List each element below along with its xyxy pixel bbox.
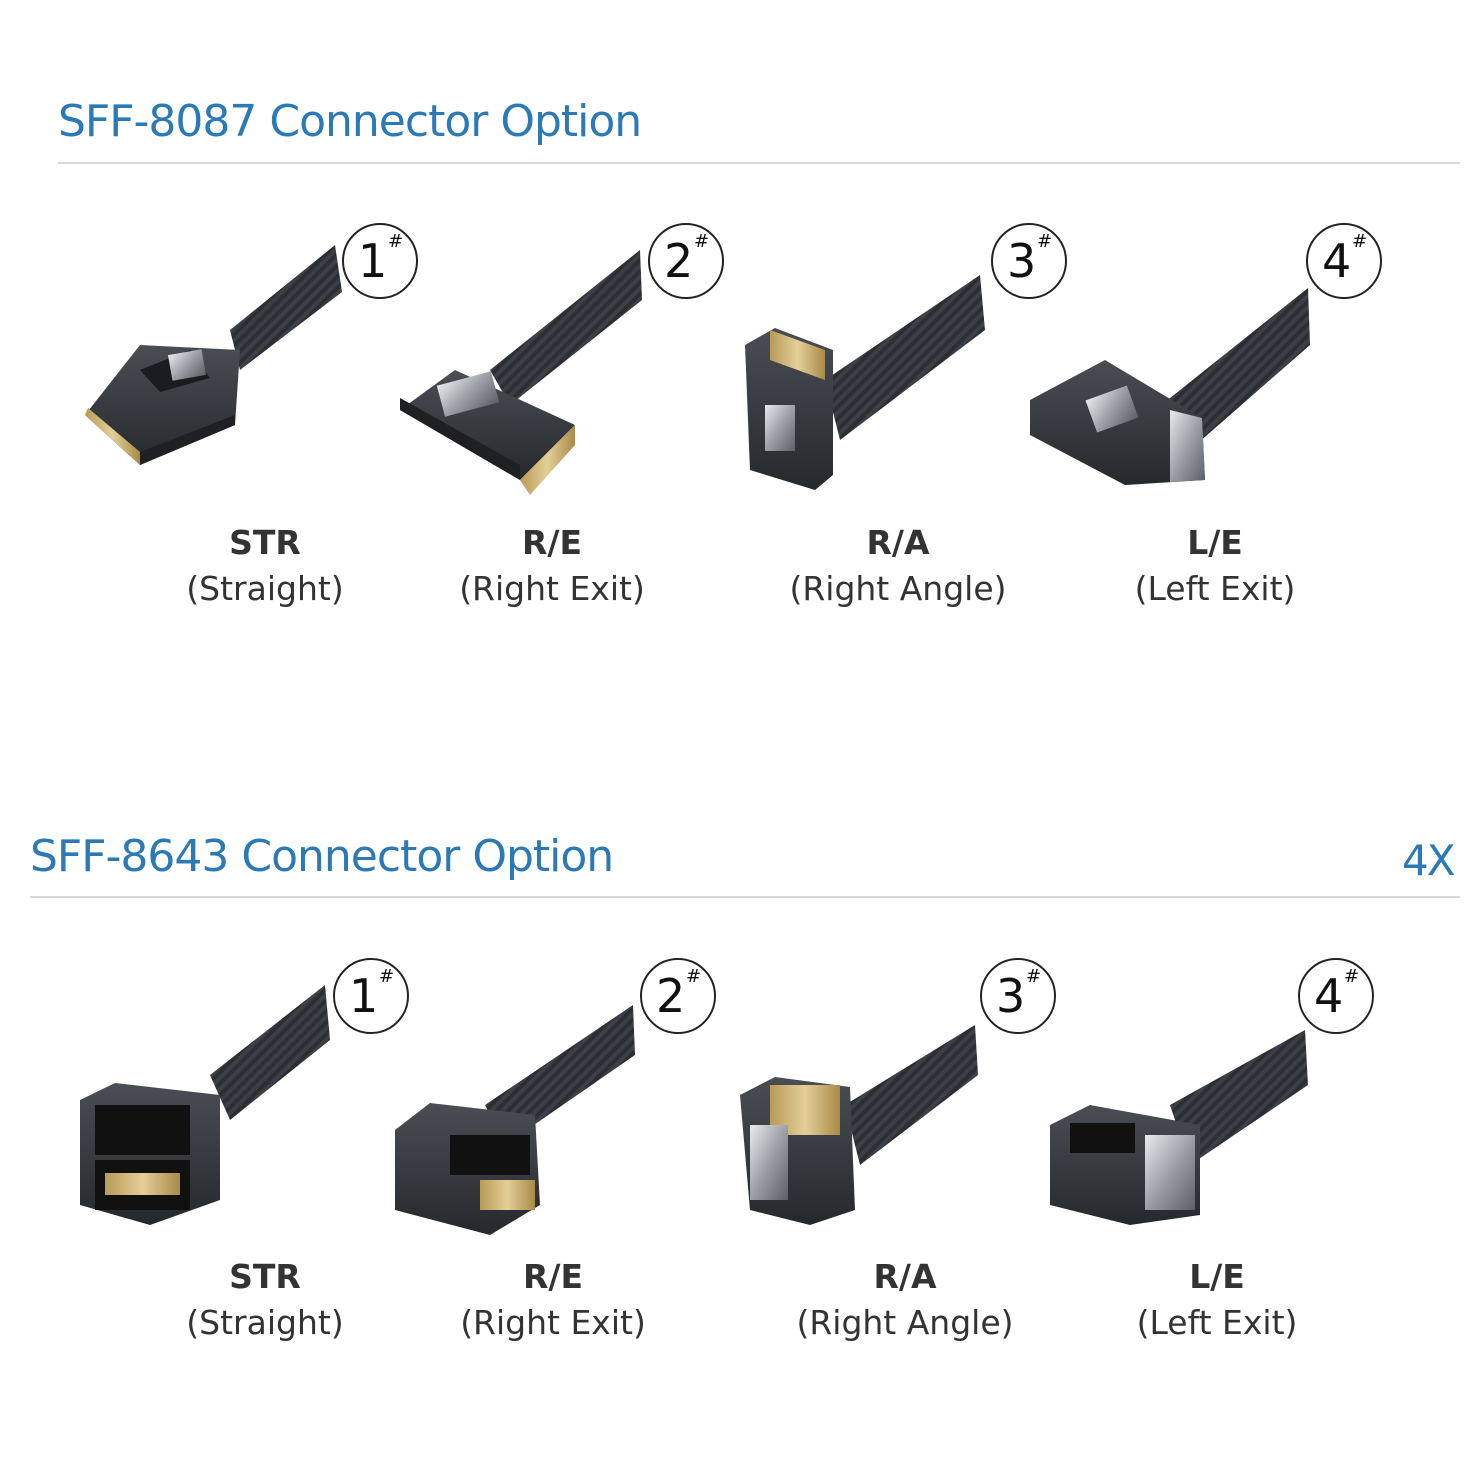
option-number-badge: 2# [648, 223, 724, 299]
section-divider [58, 162, 1460, 164]
option-description: (Right Exit) [460, 1303, 646, 1342]
option-description: (Straight) [186, 569, 344, 608]
sff8087-right-exit-connector-icon [400, 250, 642, 495]
option-description: (Right Exit) [459, 569, 645, 608]
option-code: R/A [866, 523, 930, 562]
sff8643-straight-connector-icon [80, 985, 330, 1225]
section-title-sff8087: SFF-8087 Connector Option [58, 96, 642, 147]
option-item-sff8087-str: 1# STR (Straight) [80, 220, 418, 660]
option-number-badge: 4# [1306, 223, 1382, 299]
sff8643-right-exit-connector-icon [395, 1005, 635, 1235]
option-code: R/E [522, 1257, 583, 1296]
option-item-sff8643-str: 1# STR (Straight) [80, 955, 409, 1395]
option-code: STR [229, 523, 301, 562]
option-item-sff8087-ra: 3# R/A (Right Angle) [745, 220, 1067, 660]
sff8087-right-angle-connector-icon [745, 275, 985, 490]
sff8643-left-exit-connector-icon [1050, 1030, 1308, 1225]
option-description: (Right Angle) [789, 569, 1007, 608]
option-number-badge: 2# [640, 958, 716, 1034]
option-description: (Left Exit) [1136, 1303, 1298, 1342]
option-code: L/E [1189, 1257, 1245, 1296]
lane-count-label: 4X [1402, 836, 1455, 885]
option-item-sff8643-re: 2# R/E (Right Exit) [395, 955, 716, 1395]
option-code: R/E [521, 523, 582, 562]
section-title-sff8643: SFF-8643 Connector Option [30, 831, 614, 882]
option-code: L/E [1187, 523, 1243, 562]
option-number-badge: 3# [980, 958, 1056, 1034]
option-description: (Right Angle) [796, 1303, 1014, 1342]
option-code: STR [229, 1257, 301, 1296]
option-code: R/A [873, 1257, 937, 1296]
option-number-badge: 3# [991, 223, 1067, 299]
option-item-sff8643-le: 4# L/E (Left Exit) [1050, 955, 1374, 1395]
option-item-sff8087-re: 2# R/E (Right Exit) [400, 220, 724, 660]
option-number-badge: 1# [342, 223, 418, 299]
option-item-sff8087-le: 4# L/E (Left Exit) [1030, 220, 1382, 660]
option-description: (Left Exit) [1134, 569, 1296, 608]
option-item-sff8643-ra: 3# R/A (Right Angle) [730, 955, 1056, 1395]
sff8087-left-exit-connector-icon [1030, 288, 1310, 485]
sff8087-straight-connector-icon [85, 245, 342, 465]
option-number-badge: 1# [333, 958, 409, 1034]
sff8643-right-angle-connector-icon [740, 1025, 978, 1225]
option-number-badge: 4# [1298, 958, 1374, 1034]
option-description: (Straight) [186, 1303, 344, 1342]
section-divider [30, 896, 1460, 898]
